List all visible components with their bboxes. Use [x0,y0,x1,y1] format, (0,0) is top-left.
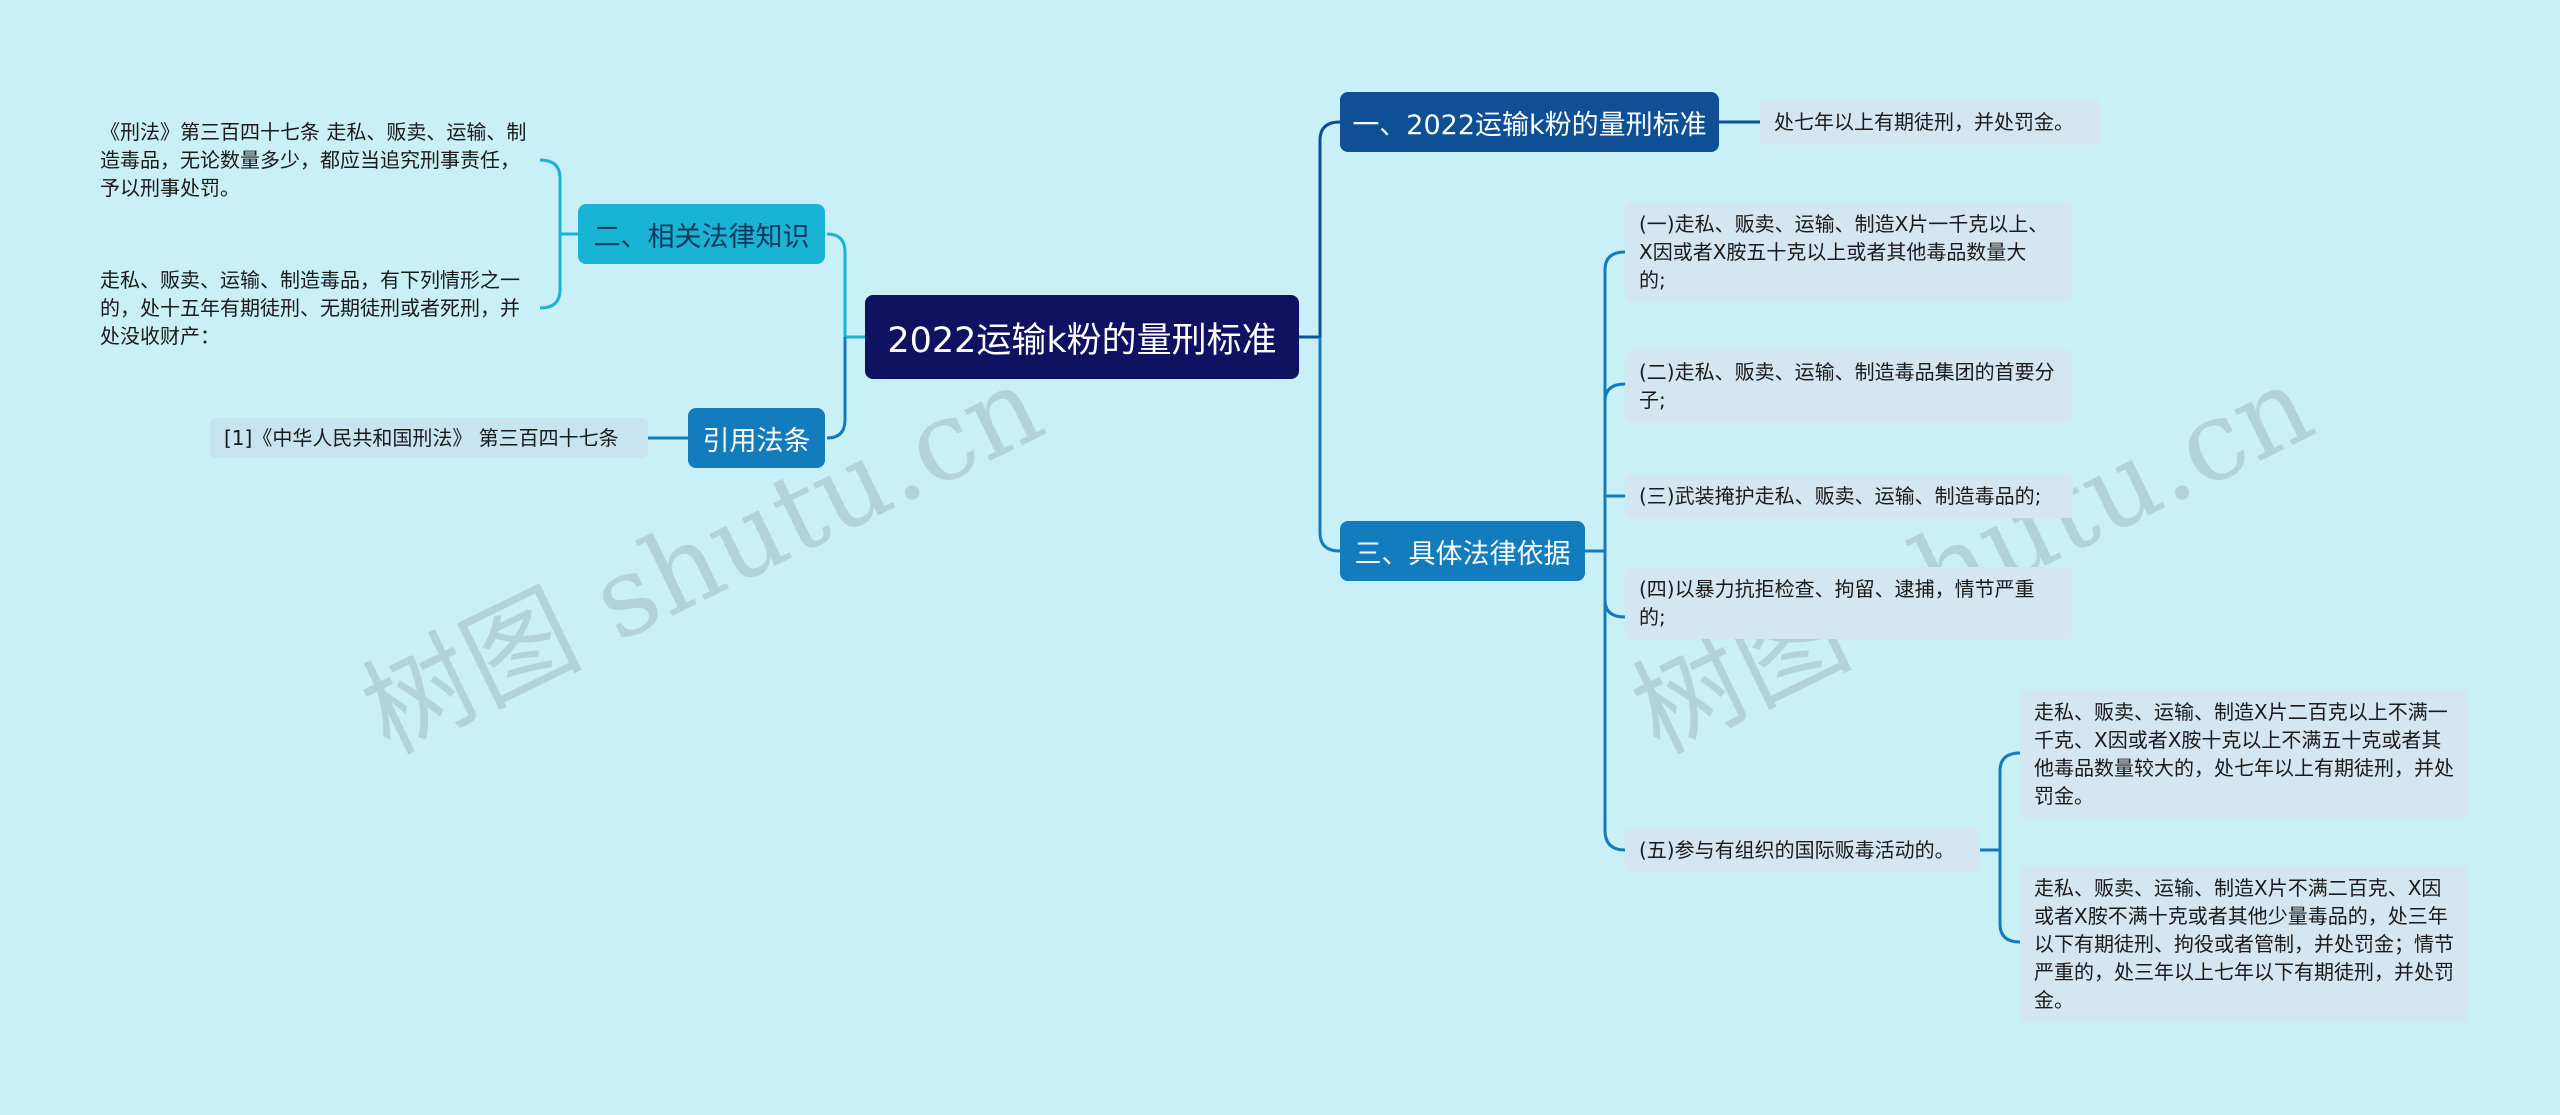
legal-basis-sub-item-2[interactable]: 走私、贩卖、运输、制造X片不满二百克、X因或者X胺不满十克或者其他少量毒品的，处… [2020,866,2468,1022]
branch-related-law[interactable]: 二、相关法律知识 [578,204,825,264]
branch-sentencing-standard[interactable]: 一、2022运输k粉的量刑标准 [1340,92,1719,152]
cited-statute-leaf[interactable]: [1]《中华人民共和国刑法》 第三百四十七条 [210,418,648,458]
link-b3-items [1585,250,1626,852]
legal-basis-sub-item-1[interactable]: 走私、贩卖、运输、制造X片二百克以上不满一千克、X因或者X胺十克以上不满五十克或… [2020,690,2468,818]
legal-basis-item-2[interactable]: (二)走私、贩卖、运输、制造毒品集团的首要分子; [1625,350,2073,422]
link-root-b1 [1299,120,1341,339]
legal-basis-item-3[interactable]: (三)武装掩护走私、贩卖、运输、制造毒品的; [1625,474,2073,518]
branch-legal-basis[interactable]: 三、具体法律依据 [1340,521,1585,581]
related-law-leaf-2[interactable]: 走私、贩卖、运输、制造毒品，有下列情形之一的，处十五年有期徒刑、无期徒刑或者死刑… [100,268,520,348]
link-root-b2 [826,232,865,339]
related-law-leaf-1[interactable]: 《刑法》第三百四十七条 走私、贩卖、运输、制造毒品，无论数量多少，都应当追究刑事… [100,120,527,200]
link-root-b4 [826,337,847,440]
link-b2-leaves [539,158,578,310]
link-item5-sub [1980,751,2021,944]
legal-basis-item-5[interactable]: (五)参与有组织的国际贩毒活动的。 [1625,828,1980,872]
legal-basis-item-4[interactable]: (四)以暴力抗拒检查、拘留、逮捕，情节严重的; [1625,567,2073,639]
legal-basis-item-1[interactable]: (一)走私、贩卖、运输、制造X片一千克以上、X因或者X胺五十克以上或者其他毒品数… [1625,202,2073,302]
branch-cited-statute[interactable]: 引用法条 [688,408,825,468]
root-topic[interactable]: 2022运输k粉的量刑标准 [865,295,1299,379]
leaf-sentencing-standard[interactable]: 处七年以上有期徒刑，并处罚金。 [1760,99,2100,145]
link-root-b3 [1318,337,1341,553]
